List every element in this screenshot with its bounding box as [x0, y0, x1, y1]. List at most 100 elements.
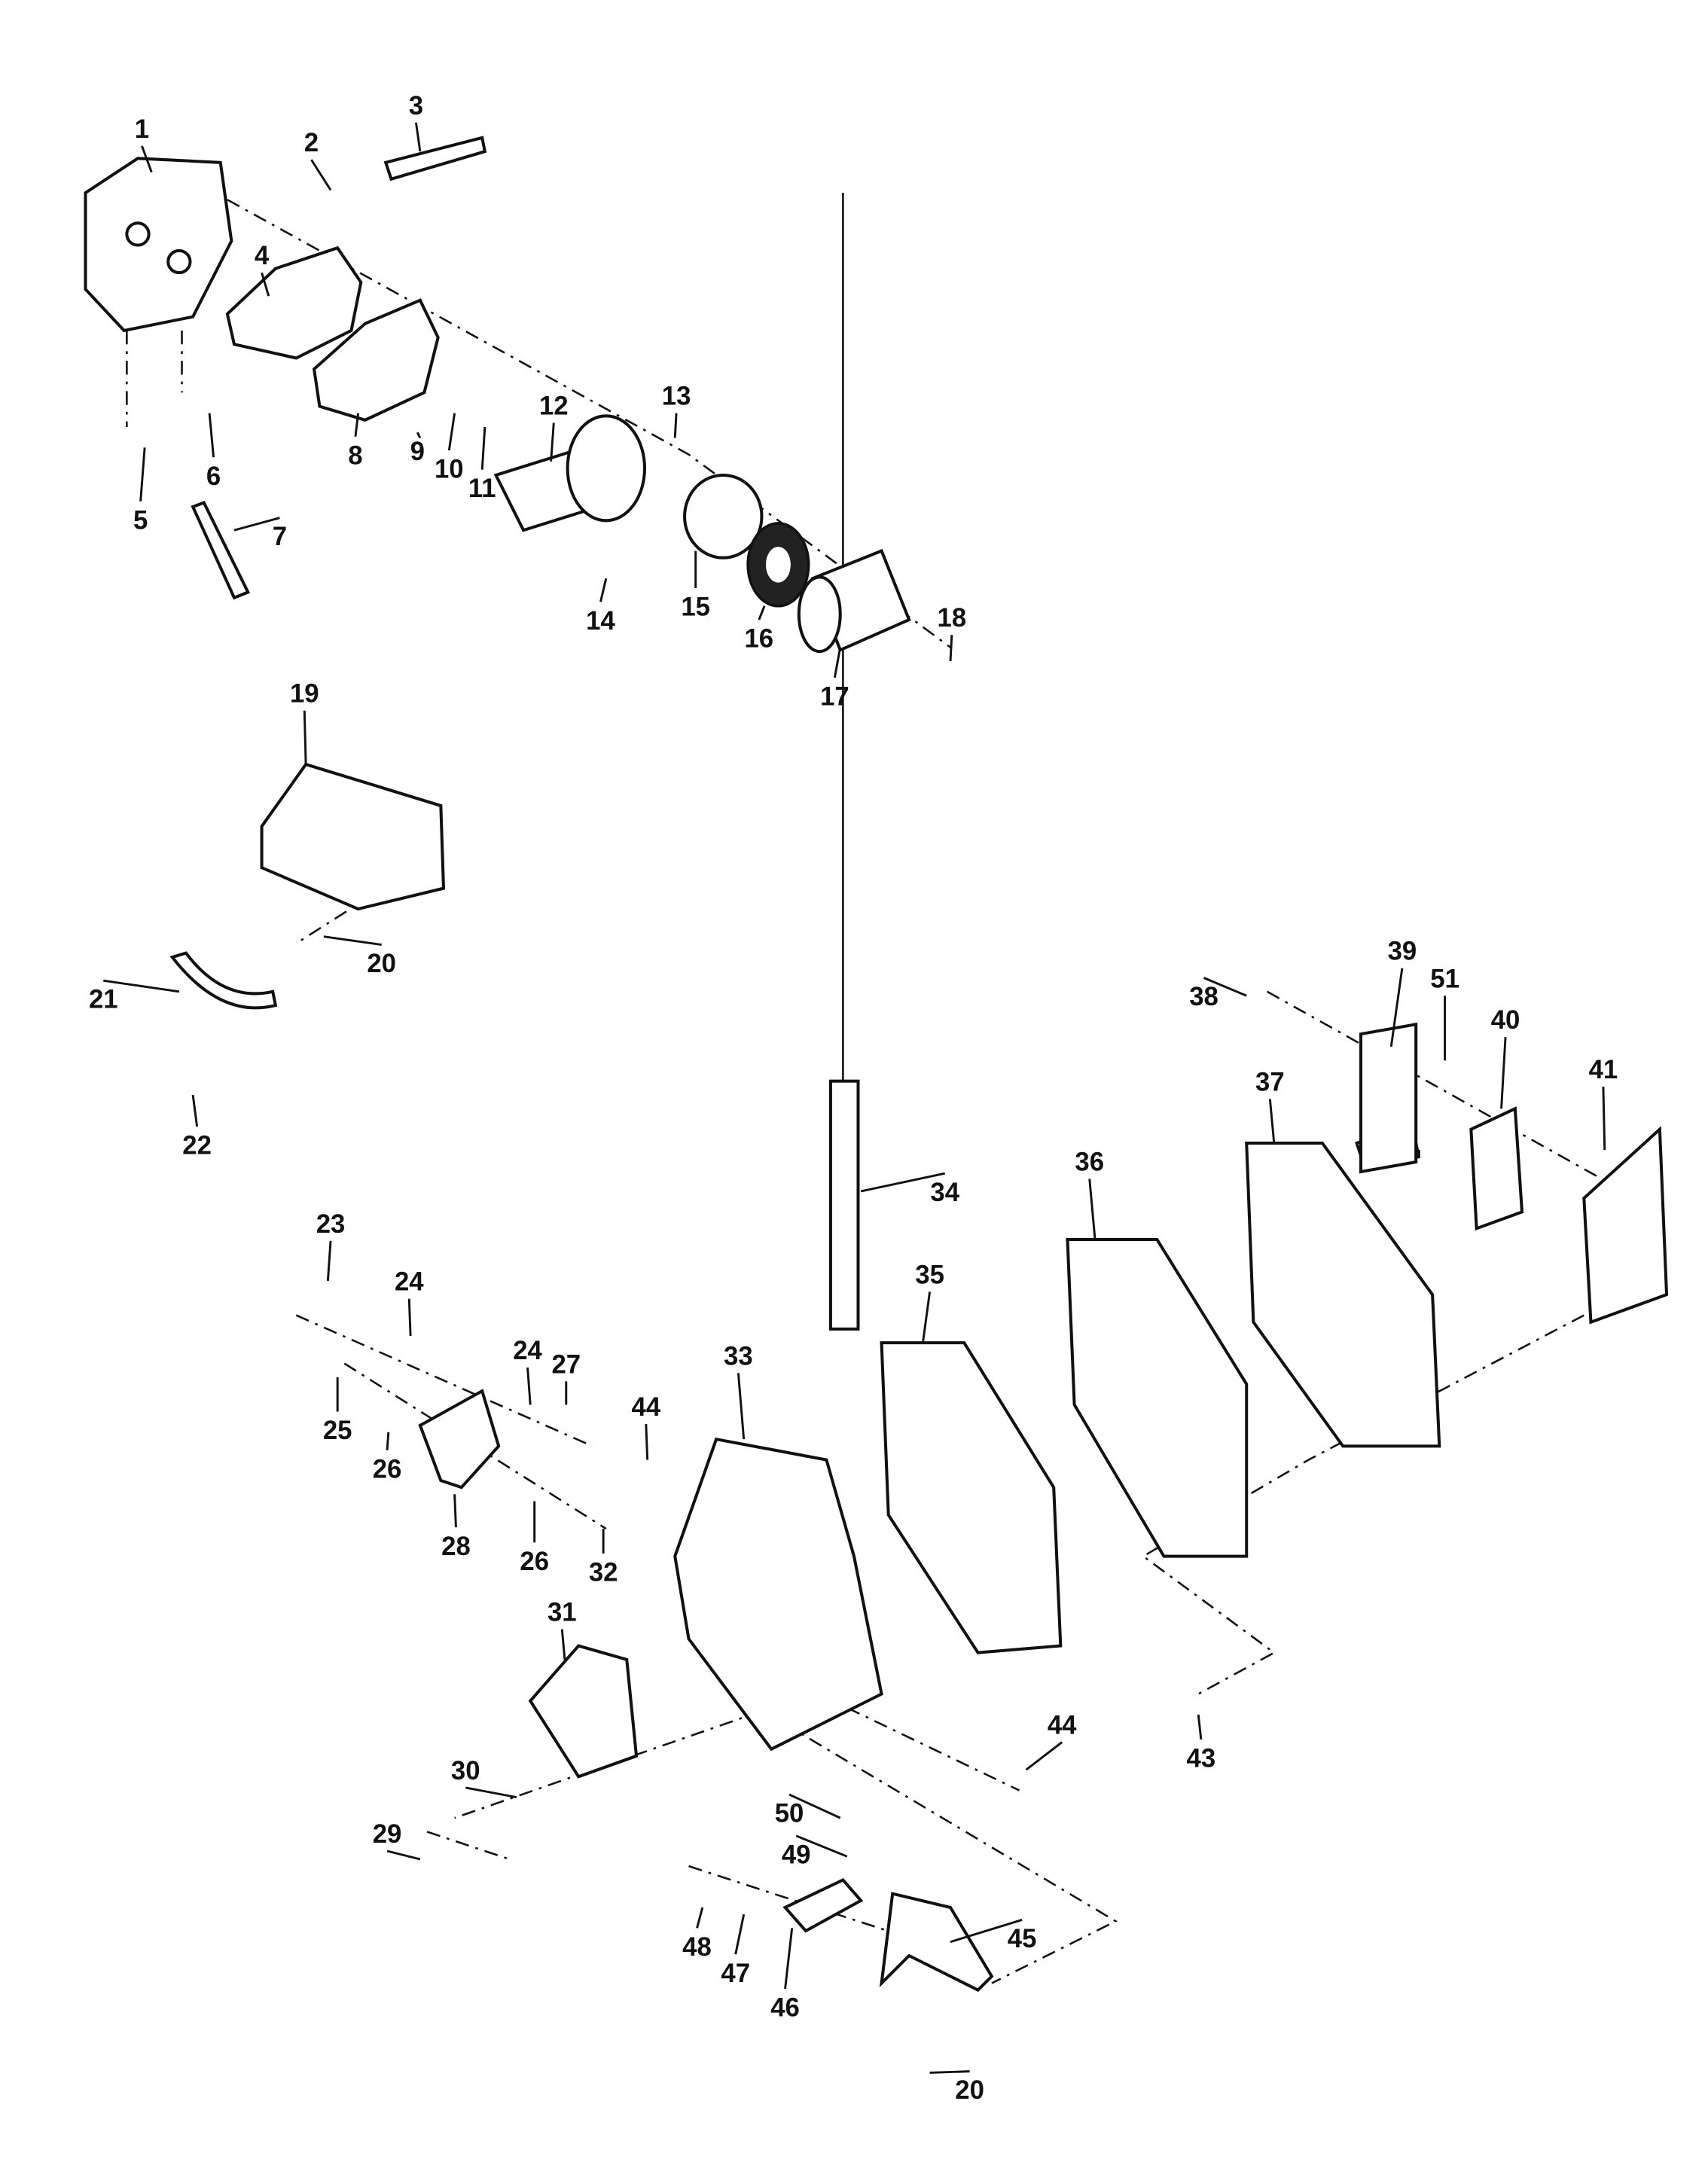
callout-4: 4 [255, 242, 270, 270]
callout-24: 24 [513, 1337, 542, 1365]
plate-37 [1245, 1141, 1441, 1448]
callout-26: 26 [373, 1455, 402, 1483]
callout-20: 20 [367, 950, 396, 978]
leader-line-41 [1602, 1086, 1606, 1151]
callout-20: 20 [955, 2076, 984, 2105]
leader-line-5 [139, 447, 146, 502]
callout-15: 15 [681, 593, 710, 622]
callout-33: 33 [724, 1342, 753, 1371]
intake-manifold-33 [673, 1437, 883, 1752]
gasket-8 [312, 298, 440, 422]
leader-line-12 [550, 422, 555, 462]
leader-line-14 [599, 578, 608, 602]
callout-9: 9 [410, 438, 425, 466]
callout-25: 25 [323, 1416, 352, 1445]
leader-line-29 [386, 1849, 421, 1861]
callout-38: 38 [1189, 983, 1218, 1011]
hose-3 [383, 136, 487, 181]
gasket-31 [528, 1644, 639, 1779]
seal-16 [746, 522, 810, 608]
leader-line-11 [480, 426, 486, 470]
callout-27: 27 [551, 1350, 581, 1379]
callout-35: 35 [915, 1261, 944, 1290]
choke-solenoid-12 [493, 414, 647, 532]
tube-34 [828, 1079, 860, 1331]
callout-23: 23 [316, 1210, 346, 1239]
leader-line-23 [326, 1240, 332, 1281]
callout-6: 6 [206, 462, 221, 491]
callout-14: 14 [586, 607, 615, 636]
callout-7: 7 [273, 523, 287, 551]
callout-49: 49 [782, 1840, 811, 1869]
leader-line-21 [103, 979, 180, 993]
leader-line-13 [673, 413, 678, 438]
callout-46: 46 [770, 1993, 800, 2022]
leader-line-4 [261, 272, 270, 297]
leader-line-26 [386, 1432, 390, 1450]
leader-line-33 [737, 1373, 746, 1440]
callout-37: 37 [1255, 1068, 1285, 1096]
leader-line-31 [560, 1629, 566, 1660]
leader-line-35 [921, 1291, 932, 1343]
callout-leaders [103, 122, 1606, 2074]
callout-45: 45 [1008, 1925, 1037, 1953]
leader-line-44 [1025, 1741, 1063, 1771]
callout-13: 13 [662, 383, 691, 411]
leader-line-1 [141, 145, 153, 173]
leader-line-48 [696, 1907, 704, 1929]
leader-line-44 [645, 1424, 649, 1460]
callout-3: 3 [409, 92, 423, 120]
leader-line-49 [795, 1834, 848, 1858]
callout-32: 32 [589, 1559, 618, 1587]
reed-40 [1469, 1106, 1524, 1231]
leader-line-45 [950, 1919, 1023, 1944]
leader-line-3 [414, 122, 422, 152]
callout-21: 21 [89, 986, 118, 1014]
callout-30: 30 [451, 1757, 480, 1785]
callout-22: 22 [182, 1132, 212, 1160]
leader-line-30 [465, 1786, 517, 1799]
leader-line-22 [191, 1094, 199, 1127]
callout-17: 17 [820, 682, 849, 711]
callout-24: 24 [395, 1268, 424, 1297]
callout-16: 16 [744, 625, 773, 654]
callout-43: 43 [1187, 1744, 1216, 1773]
callout-11: 11 [468, 474, 496, 503]
callout-40: 40 [1491, 1006, 1520, 1035]
leader-line-47 [734, 1913, 746, 1955]
leader-line-16 [758, 605, 766, 621]
callout-10: 10 [435, 456, 464, 484]
leader-line-20 [929, 2070, 970, 2074]
leader-line-8 [354, 413, 360, 437]
leader-line-39 [1389, 968, 1404, 1047]
gasket-4 [225, 245, 363, 360]
leader-line-43 [1197, 1714, 1203, 1740]
hose-7 [191, 501, 251, 600]
callout-26: 26 [520, 1548, 549, 1576]
leader-line-50 [788, 1793, 841, 1819]
gasket-35 [880, 1341, 1063, 1654]
leader-line-34 [860, 1172, 946, 1193]
callout-44: 44 [632, 1393, 661, 1422]
callout-28: 28 [441, 1532, 471, 1561]
callout-12: 12 [539, 392, 569, 420]
switch-46 [782, 1877, 864, 1933]
callout-36: 36 [1075, 1148, 1104, 1177]
leader-line-36 [1088, 1179, 1096, 1240]
leader-line-19 [303, 710, 307, 765]
plate-15 [683, 473, 764, 560]
leader-line-17 [833, 647, 842, 678]
reed-block-41 [1582, 1126, 1669, 1325]
callout-8: 8 [348, 441, 362, 470]
callout-48: 48 [682, 1933, 712, 1962]
gasket-36 [1066, 1237, 1249, 1558]
leader-line-10 [447, 413, 456, 451]
leader-line-2 [310, 159, 332, 191]
intake-adapter-19 [260, 762, 446, 911]
leader-line-37 [1268, 1099, 1276, 1144]
callout-44: 44 [1048, 1712, 1077, 1740]
leader-line-7 [233, 517, 280, 532]
leader-line-24 [526, 1367, 532, 1405]
